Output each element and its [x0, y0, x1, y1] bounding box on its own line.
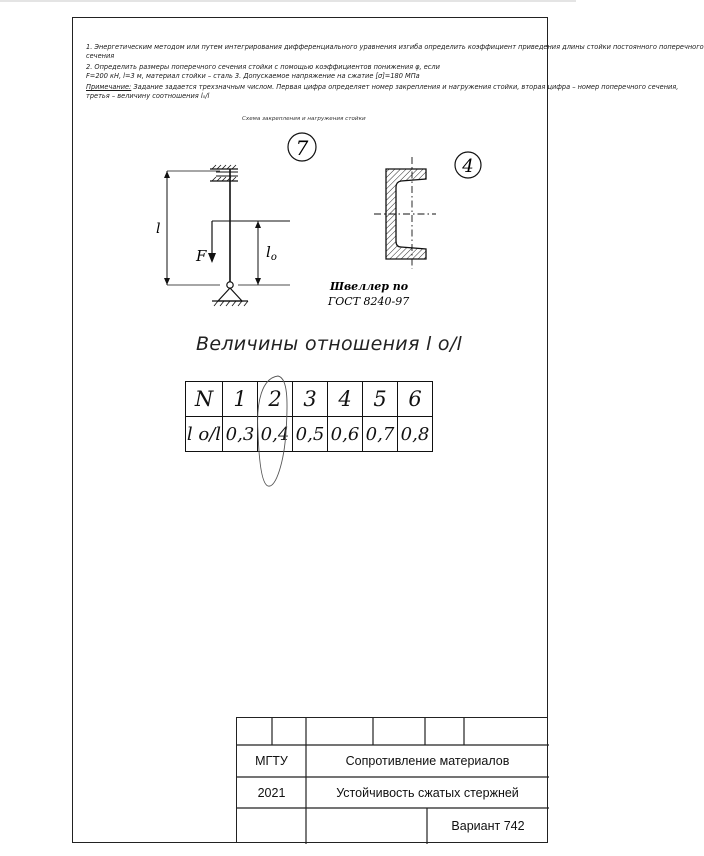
page-top-edge	[0, 0, 576, 2]
stamp-topic: Устойчивость сжатых стержней	[336, 785, 519, 800]
stamp-year: 2021	[257, 785, 286, 800]
length-label-l0: lo	[266, 243, 277, 263]
ratio-value-cell: 0,3	[222, 416, 258, 452]
ratio-value-cell: 0,8	[397, 416, 433, 452]
title-block-grid	[237, 718, 549, 844]
ratio-values-row: l o/l 0,3 0,4 0,5 0,6 0,7 0,8	[185, 416, 433, 452]
scheme-caption: Схема закрепления и нагружения стойки	[242, 116, 366, 122]
channel-profile	[385, 168, 427, 260]
ratio-title: Величины отношения l o/l	[196, 333, 463, 355]
task-line-3: 2. Определить размеры поперечного сечени…	[86, 63, 440, 71]
channel-section-drawing: 4 Швеллер по ГОСТ 8240-97	[327, 151, 482, 308]
stamp-variant: Вариант 742	[451, 819, 525, 833]
section-number-circle	[454, 151, 482, 179]
task-line-6: третья – величину соотношения l₀/l	[86, 92, 210, 100]
ratio-number-cell: 5	[362, 381, 398, 417]
note-label: Примечание:	[86, 83, 132, 91]
ratio-header-row: N 1 2 3 4 5 6	[185, 381, 433, 417]
stamp-subject: Сопротивление материалов	[345, 754, 510, 768]
column-scheme-drawing: 7 l F lo	[156, 132, 317, 307]
task-line-2: сечения	[86, 52, 115, 60]
task-line-4: F=200 кН, l=3 м, материал стойки – сталь…	[86, 72, 420, 80]
task-line-5: Примечание: Задание задается трехзначным…	[86, 83, 678, 91]
section-label-1: Швеллер по	[329, 280, 408, 293]
ratio-value-cell: 0,7	[362, 416, 398, 452]
task-line-1: 1. Энергетическим методом или путем инте…	[86, 43, 704, 51]
l0-sub: o	[271, 252, 277, 263]
ratio-number-cell: 1	[222, 381, 258, 417]
ratio-number-cell: 3	[292, 381, 328, 417]
ratio-number-cell: 4	[327, 381, 363, 417]
scheme-number: 7	[296, 136, 309, 160]
ratio-value-cell: 0,5	[292, 416, 328, 452]
length-label-l: l	[156, 221, 160, 237]
ratio-row-label: l o/l	[185, 416, 223, 452]
note-text: Задание задается трехзначным числом. Пер…	[131, 83, 679, 91]
ratio-table: N 1 2 3 4 5 6 l o/l 0,3 0,4 0,5 0,6 0,7 …	[185, 381, 433, 452]
stamp-org: МГТУ	[255, 754, 288, 768]
section-number: 4	[461, 156, 473, 177]
ratio-value-cell: 0,6	[327, 416, 363, 452]
ratio-number-cell: 6	[397, 381, 433, 417]
l0-main: l	[266, 243, 271, 261]
section-label-2: ГОСТ 8240-97	[327, 295, 409, 308]
force-label: F	[195, 247, 207, 265]
scheme-number-circle	[287, 132, 317, 162]
ratio-header-label: N	[185, 381, 223, 417]
title-block: МГТУ Сопротивление материалов 2021 Устой…	[236, 717, 549, 844]
highlight-oval	[257, 375, 288, 487]
